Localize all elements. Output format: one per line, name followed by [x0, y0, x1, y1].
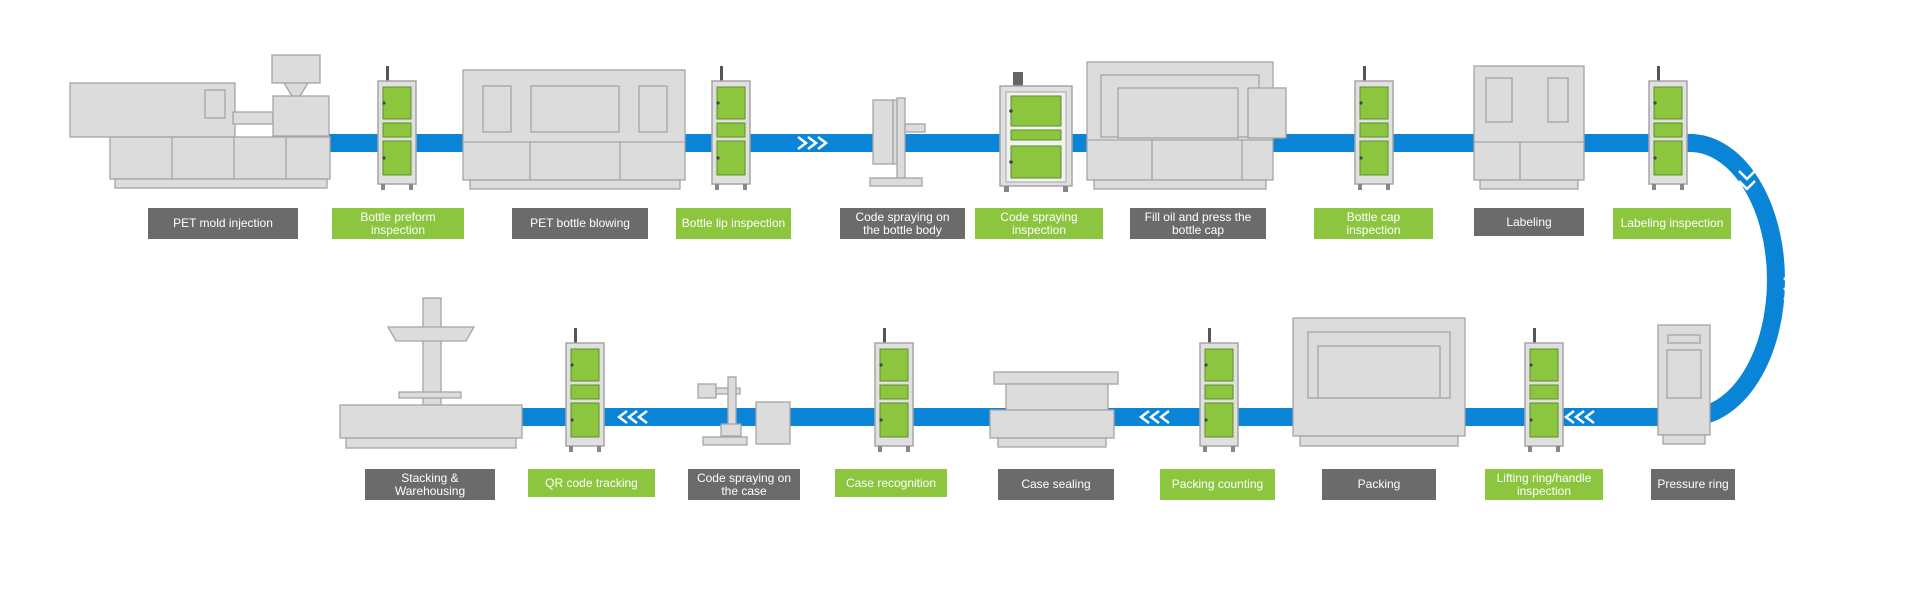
station-label-packing-counting: Packing counting	[1160, 469, 1275, 500]
station-label-labeling-inspection: Labeling inspection	[1613, 208, 1731, 239]
station-label-bottle-preform-inspection: Bottle preform inspection	[332, 208, 464, 239]
belt-curve	[1689, 134, 1785, 426]
case-coding-printer-icon	[697, 376, 791, 446]
station-label-code-spraying-case: Code spraying on the case	[688, 469, 800, 500]
station-label-fill-oil-press-cap: Fill oil and press the bottle cap	[1130, 208, 1266, 239]
station-label-bottle-cap-inspection: Bottle cap inspection	[1314, 208, 1433, 239]
station-label-code-spraying-bottle-body: Code spraying on the bottle body	[840, 208, 965, 239]
station-label-qr-code-tracking: QR code tracking	[528, 469, 655, 497]
station-label-labeling: Labeling	[1474, 208, 1584, 236]
flow-direction-chevrons	[616, 136, 1801, 424]
inspection-cabinet-icon	[1354, 66, 1394, 190]
station-label-stacking-warehousing: Stacking & Warehousing	[365, 469, 495, 500]
inspection-cabinet-icon	[711, 66, 751, 190]
case-sealing-machine-icon	[989, 371, 1119, 448]
coding-printer-icon	[869, 97, 926, 187]
inspection-cabinet-icon	[1199, 328, 1239, 452]
station-label-packing: Packing	[1322, 469, 1436, 500]
station-label-pressure-ring: Pressure ring	[1651, 469, 1735, 500]
stacking-robot-icon	[339, 297, 523, 449]
station-label-pet-mold-injection: PET mold injection	[148, 208, 298, 239]
station-label-lifting-ring-handle-inspection: Lifting ring/handle inspection	[1485, 469, 1603, 500]
station-label-bottle-lip-inspection: Bottle lip inspection	[676, 208, 791, 239]
labeling-machine-icon	[1473, 65, 1585, 190]
inspection-cabinet-icon	[874, 328, 914, 452]
chevron-right-icon	[797, 136, 829, 150]
machines	[69, 54, 1711, 449]
inspection-cabinet-icon	[565, 328, 605, 452]
filling-capping-machine-icon	[1086, 61, 1287, 190]
station-label-pet-bottle-blowing: PET bottle blowing	[512, 208, 648, 239]
station-label-case-recognition: Case recognition	[835, 469, 947, 497]
station-label-case-sealing: Case sealing	[998, 469, 1114, 500]
station-label-code-spraying-inspection: Code spraying inspection	[975, 208, 1103, 239]
inspection-cabinet-icon	[1524, 328, 1564, 452]
chevron-left-icon	[616, 410, 1595, 424]
bottle-blowing-machine-icon	[462, 69, 686, 190]
chevron-down-icon	[1738, 170, 1801, 308]
inspection-cabinet-large-icon	[999, 72, 1073, 192]
injection-molding-machine-icon	[69, 54, 331, 189]
inspection-cabinet-icon	[377, 66, 417, 190]
pressure-ring-machine-icon	[1657, 324, 1711, 445]
inspection-cabinet-icon	[1648, 66, 1688, 190]
inspection-cabinets	[377, 66, 1688, 452]
packing-machine-icon	[1292, 317, 1466, 447]
